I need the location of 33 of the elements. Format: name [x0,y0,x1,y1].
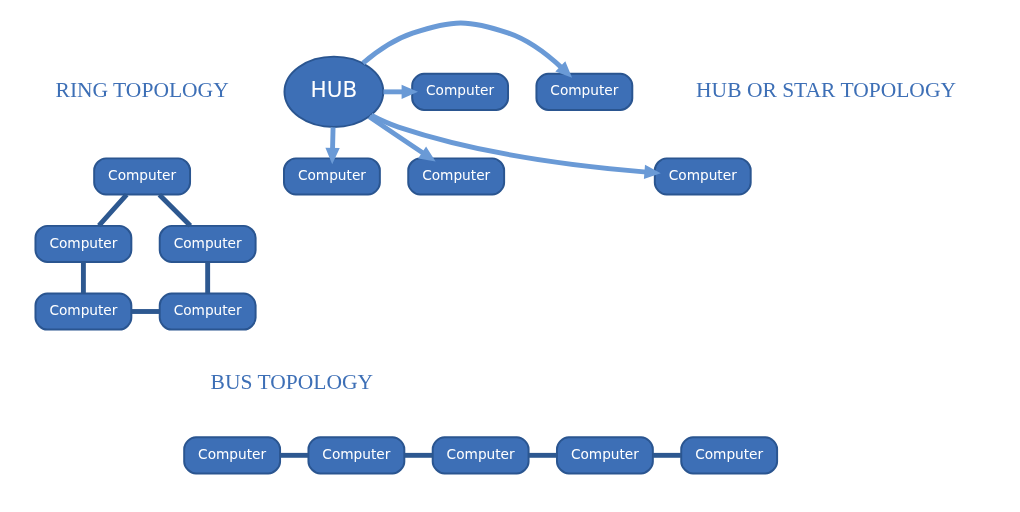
node-box: Computer [34,224,133,264]
node-box: Computer [158,224,257,264]
node-box: Computer [93,157,192,196]
node-box: Computer [535,72,634,111]
node-box: Computer [307,436,406,475]
node-box: Computer [680,436,779,475]
connector [528,452,557,458]
connector [280,452,309,458]
node-box: Computer [283,157,381,196]
node-box: Computer [34,292,133,331]
node-box: Computer [556,436,654,475]
connector [97,193,129,228]
arrow [383,84,418,99]
node-ellipse: HUB [283,55,385,129]
arrow [361,20,573,78]
node-box: Computer [431,436,530,475]
node-box: Computer [407,157,506,196]
connector [131,309,160,314]
node-box: Computer [653,157,752,196]
arrow [370,113,661,180]
label: HUB OR STAR TOPOLOGY [696,78,956,103]
node-box: Computer [158,292,257,331]
arrow [367,114,436,162]
connector [157,192,193,228]
node-box: Computer [183,436,282,475]
connector [652,452,681,458]
connector [205,262,211,294]
connector [404,452,433,458]
label: RING TOPOLOGY [55,78,229,103]
label: BUS TOPOLOGY [210,369,374,394]
node-box: Computer [411,72,510,111]
connector [80,262,86,294]
arrow [325,127,340,165]
